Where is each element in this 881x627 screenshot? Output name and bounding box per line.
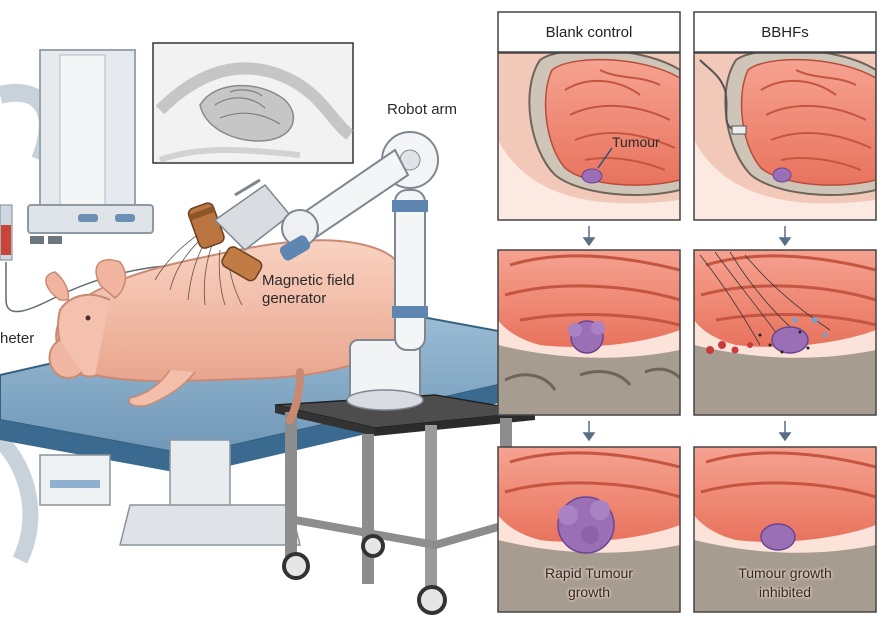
scan-inset xyxy=(152,42,354,164)
tumour-pointer xyxy=(597,147,613,169)
c-arm-machine xyxy=(0,49,154,564)
catheter-tube xyxy=(699,59,736,131)
label-magnetic-field: Magnetic field xyxy=(262,272,355,289)
caption-rapid-tumour: Rapid Tumour xyxy=(545,565,633,581)
panel-row1-left xyxy=(498,53,680,220)
tumour-small xyxy=(760,523,796,551)
table-base xyxy=(119,504,301,546)
panel-row2-right xyxy=(694,250,876,415)
panel-title-bbhfs: BBHFs xyxy=(761,24,809,41)
panel-header-right xyxy=(693,11,877,53)
table-pedestal xyxy=(169,439,231,516)
panel-row3-left xyxy=(498,447,680,612)
panel-title-blank-control: Blank control xyxy=(545,24,633,41)
caption-tumour-growth: Tumour growth xyxy=(738,565,832,581)
pig-front-leg xyxy=(128,369,196,407)
caption-inhibited: inhibited xyxy=(758,584,812,600)
panel-row1-right xyxy=(694,53,876,220)
panel-row2-left xyxy=(498,250,680,415)
panel-grid xyxy=(497,11,877,613)
label-catheter: heter xyxy=(0,330,35,347)
label-robot-arm: Robot arm xyxy=(387,101,458,118)
robot-upper-link xyxy=(394,189,426,351)
label-generator: generator xyxy=(262,290,327,307)
caption-growth: growth xyxy=(567,584,611,600)
panel-row3-right xyxy=(694,447,876,612)
robot-arm xyxy=(279,131,439,411)
pig-ear xyxy=(95,259,127,299)
label-tumour: Tumour xyxy=(612,134,660,150)
magnetic-field-generator xyxy=(187,178,292,282)
pig-snout xyxy=(48,339,83,379)
down-arrows xyxy=(582,226,792,442)
panel-header-left xyxy=(497,11,681,53)
